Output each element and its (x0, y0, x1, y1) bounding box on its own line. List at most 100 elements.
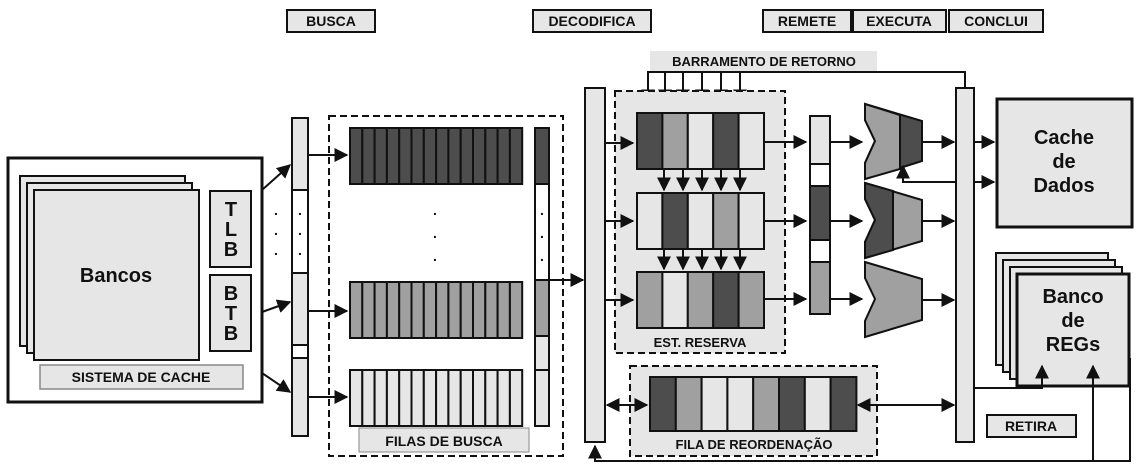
reservation-station-entry (661, 112, 689, 170)
svg-text:de: de (1061, 310, 1084, 332)
fetch-bar: . . . (291, 117, 309, 437)
reservation-station-entry (712, 112, 740, 170)
fetch-queue-slot (373, 127, 388, 185)
stage-issue: REMETE (762, 9, 852, 33)
fetch-queue-slot (447, 369, 462, 427)
reservation-station-entry (712, 271, 740, 329)
tlb-box (209, 190, 252, 268)
stage-complete: CONCLUI (948, 9, 1044, 33)
fetch-queue-slot (459, 127, 475, 185)
decode-bar (584, 87, 606, 443)
fetch-queue-slot (349, 369, 364, 427)
reorder-buffer-entry (803, 376, 832, 432)
fetch-queue-slot (349, 281, 364, 339)
fetch-queue-slot (435, 369, 450, 427)
stage-fetch: BUSCA (286, 9, 376, 33)
fetch-queue-slot (361, 127, 376, 185)
fetch-queue-slot (435, 281, 450, 339)
svg-text:EXECUTA: EXECUTA (866, 13, 932, 29)
reservation-station-entry (686, 192, 715, 250)
complete-bar (955, 87, 975, 443)
reorder-buffer-entry (752, 376, 781, 432)
fetch-queue-slot (508, 127, 524, 185)
cache-system: Bancos T L B B T B SISTEMA DE CACHE (6, 156, 264, 404)
fetch-queues-title: FILAS DE BUSCA (385, 433, 502, 449)
svg-text:CONCLUI: CONCLUI (964, 13, 1028, 29)
reservation-station-entry (686, 112, 715, 170)
fetch-queue-slot (459, 281, 475, 339)
reservation-station-entry (661, 192, 689, 250)
reservation-station-entry (636, 192, 664, 250)
data-cache: Cache de Dados (995, 97, 1134, 229)
reservation-station-entry (737, 271, 765, 329)
reservation-stations-title: EST. RESERVA (654, 335, 747, 350)
fetch-queue-slot (422, 127, 438, 185)
svg-text:.: . (274, 242, 278, 258)
fetch-queue-slot (398, 369, 413, 427)
reservation-station-entry (686, 271, 715, 329)
fetch-queue-slot (385, 127, 401, 185)
stage-decode: DECODIFICA (532, 9, 652, 33)
fetch-queue-slot (496, 127, 511, 185)
reorder-buffer-entry (700, 376, 729, 432)
svg-text:REGs: REGs (1046, 334, 1100, 356)
fetch-queue-slot (484, 369, 499, 427)
fetch-queue-slot (447, 281, 462, 339)
svg-text:Banco: Banco (1042, 286, 1103, 308)
reservation-station-entry (661, 271, 689, 329)
svg-text:DECODIFICA: DECODIFICA (548, 13, 635, 29)
fetch-queue-slot (496, 281, 511, 339)
svg-text:.: . (540, 225, 544, 241)
fetch-queue-slot (447, 127, 462, 185)
fetch-queue-slot (410, 369, 425, 427)
svg-text:REMETE: REMETE (778, 13, 836, 29)
svg-text:B: B (224, 323, 238, 345)
svg-text:RETIRA: RETIRA (1005, 418, 1057, 434)
fetch-queue-slot (472, 281, 487, 339)
issue-column (809, 115, 831, 315)
svg-text:B: B (224, 283, 238, 305)
fetch-queue-slot (435, 127, 450, 185)
stage-retire: RETIRA (986, 414, 1077, 438)
reservation-station-entry (712, 192, 740, 250)
fetch-queue-slot (508, 369, 524, 427)
reorder-buffer-entry (674, 376, 703, 432)
fetch-queue-slot (472, 369, 487, 427)
svg-text:.: . (540, 202, 544, 218)
fetch-queue-slot (349, 127, 364, 185)
reservation-station-entry (737, 112, 765, 170)
register-bank: Banco de REGs (995, 252, 1131, 388)
fetch-queue-slot (484, 127, 499, 185)
fetch-queue-slot (422, 369, 438, 427)
svg-text:B: B (224, 239, 238, 261)
fetch-queue-slot (508, 281, 524, 339)
alu-bottom (864, 260, 923, 339)
fetch-queues-region (328, 115, 564, 457)
stage-execute: EXECUTA (852, 9, 947, 33)
svg-text:de: de (1052, 151, 1075, 173)
reorder-buffer-entry (726, 376, 755, 432)
fetch-queue-slot (398, 127, 413, 185)
reorder-buffer (649, 376, 858, 432)
reorder-buffer-entry (829, 376, 858, 432)
fetch-queue-slot (422, 281, 438, 339)
fetch-queue-slot (385, 369, 401, 427)
reorder-buffer-entry (649, 376, 677, 432)
reservation-stations (636, 112, 765, 329)
fetch-queue-slot (361, 281, 376, 339)
banks-label: Bancos (80, 265, 152, 287)
svg-text:T: T (225, 303, 237, 325)
fetch-queue-slot (385, 281, 401, 339)
alu-middle (864, 181, 923, 260)
svg-text:.: . (274, 222, 278, 238)
svg-text:Dados: Dados (1033, 175, 1094, 197)
fetch-queue-slot (398, 281, 413, 339)
svg-text:T: T (225, 199, 237, 221)
svg-text:BUSCA: BUSCA (306, 13, 356, 29)
svg-text:.: . (298, 242, 302, 258)
reservation-station-entry (636, 271, 664, 329)
fetch-queue-slot (410, 281, 425, 339)
svg-text:.: . (433, 225, 437, 241)
fetch-queue-slot (484, 281, 499, 339)
